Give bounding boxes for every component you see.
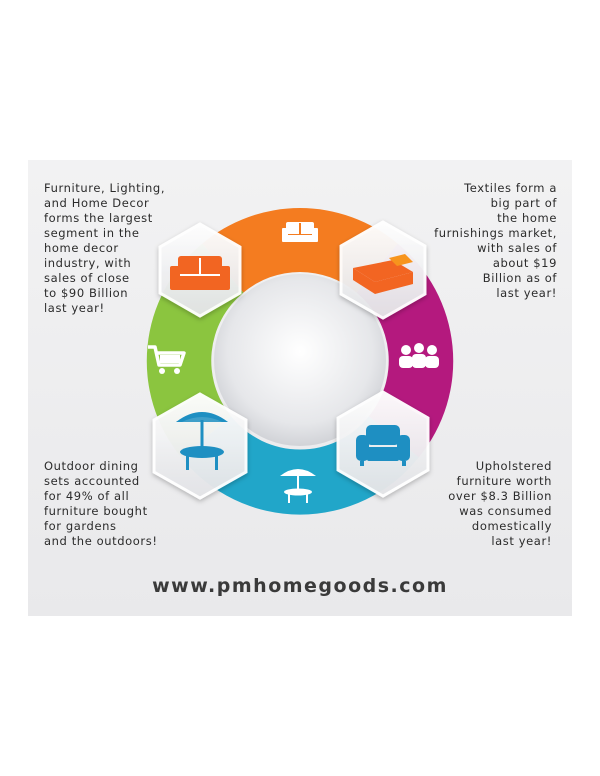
note-bottom-left: Outdoor dining sets accounted for 49% of… [44, 459, 158, 548]
note-bottom-right: Upholstered furniture worth over $8.3 Bi… [448, 459, 552, 548]
sofa-icon [282, 222, 318, 242]
note-top-right: Textiles form a big part of the home fur… [434, 181, 557, 300]
patio-umbrella-table-icon [176, 412, 228, 470]
shopping-cart-icon [148, 345, 186, 374]
website-url[interactable]: www.pmhomegoods.com [152, 575, 448, 597]
armchair-icon [356, 425, 410, 466]
bed-icon [353, 254, 413, 294]
note-top-left: Furniture, Lighting, and Home Decor form… [44, 181, 166, 315]
sofa-icon [170, 256, 230, 290]
patio-umbrella-table-icon [280, 469, 316, 503]
ring-center [214, 274, 386, 446]
people-icon [399, 343, 439, 368]
